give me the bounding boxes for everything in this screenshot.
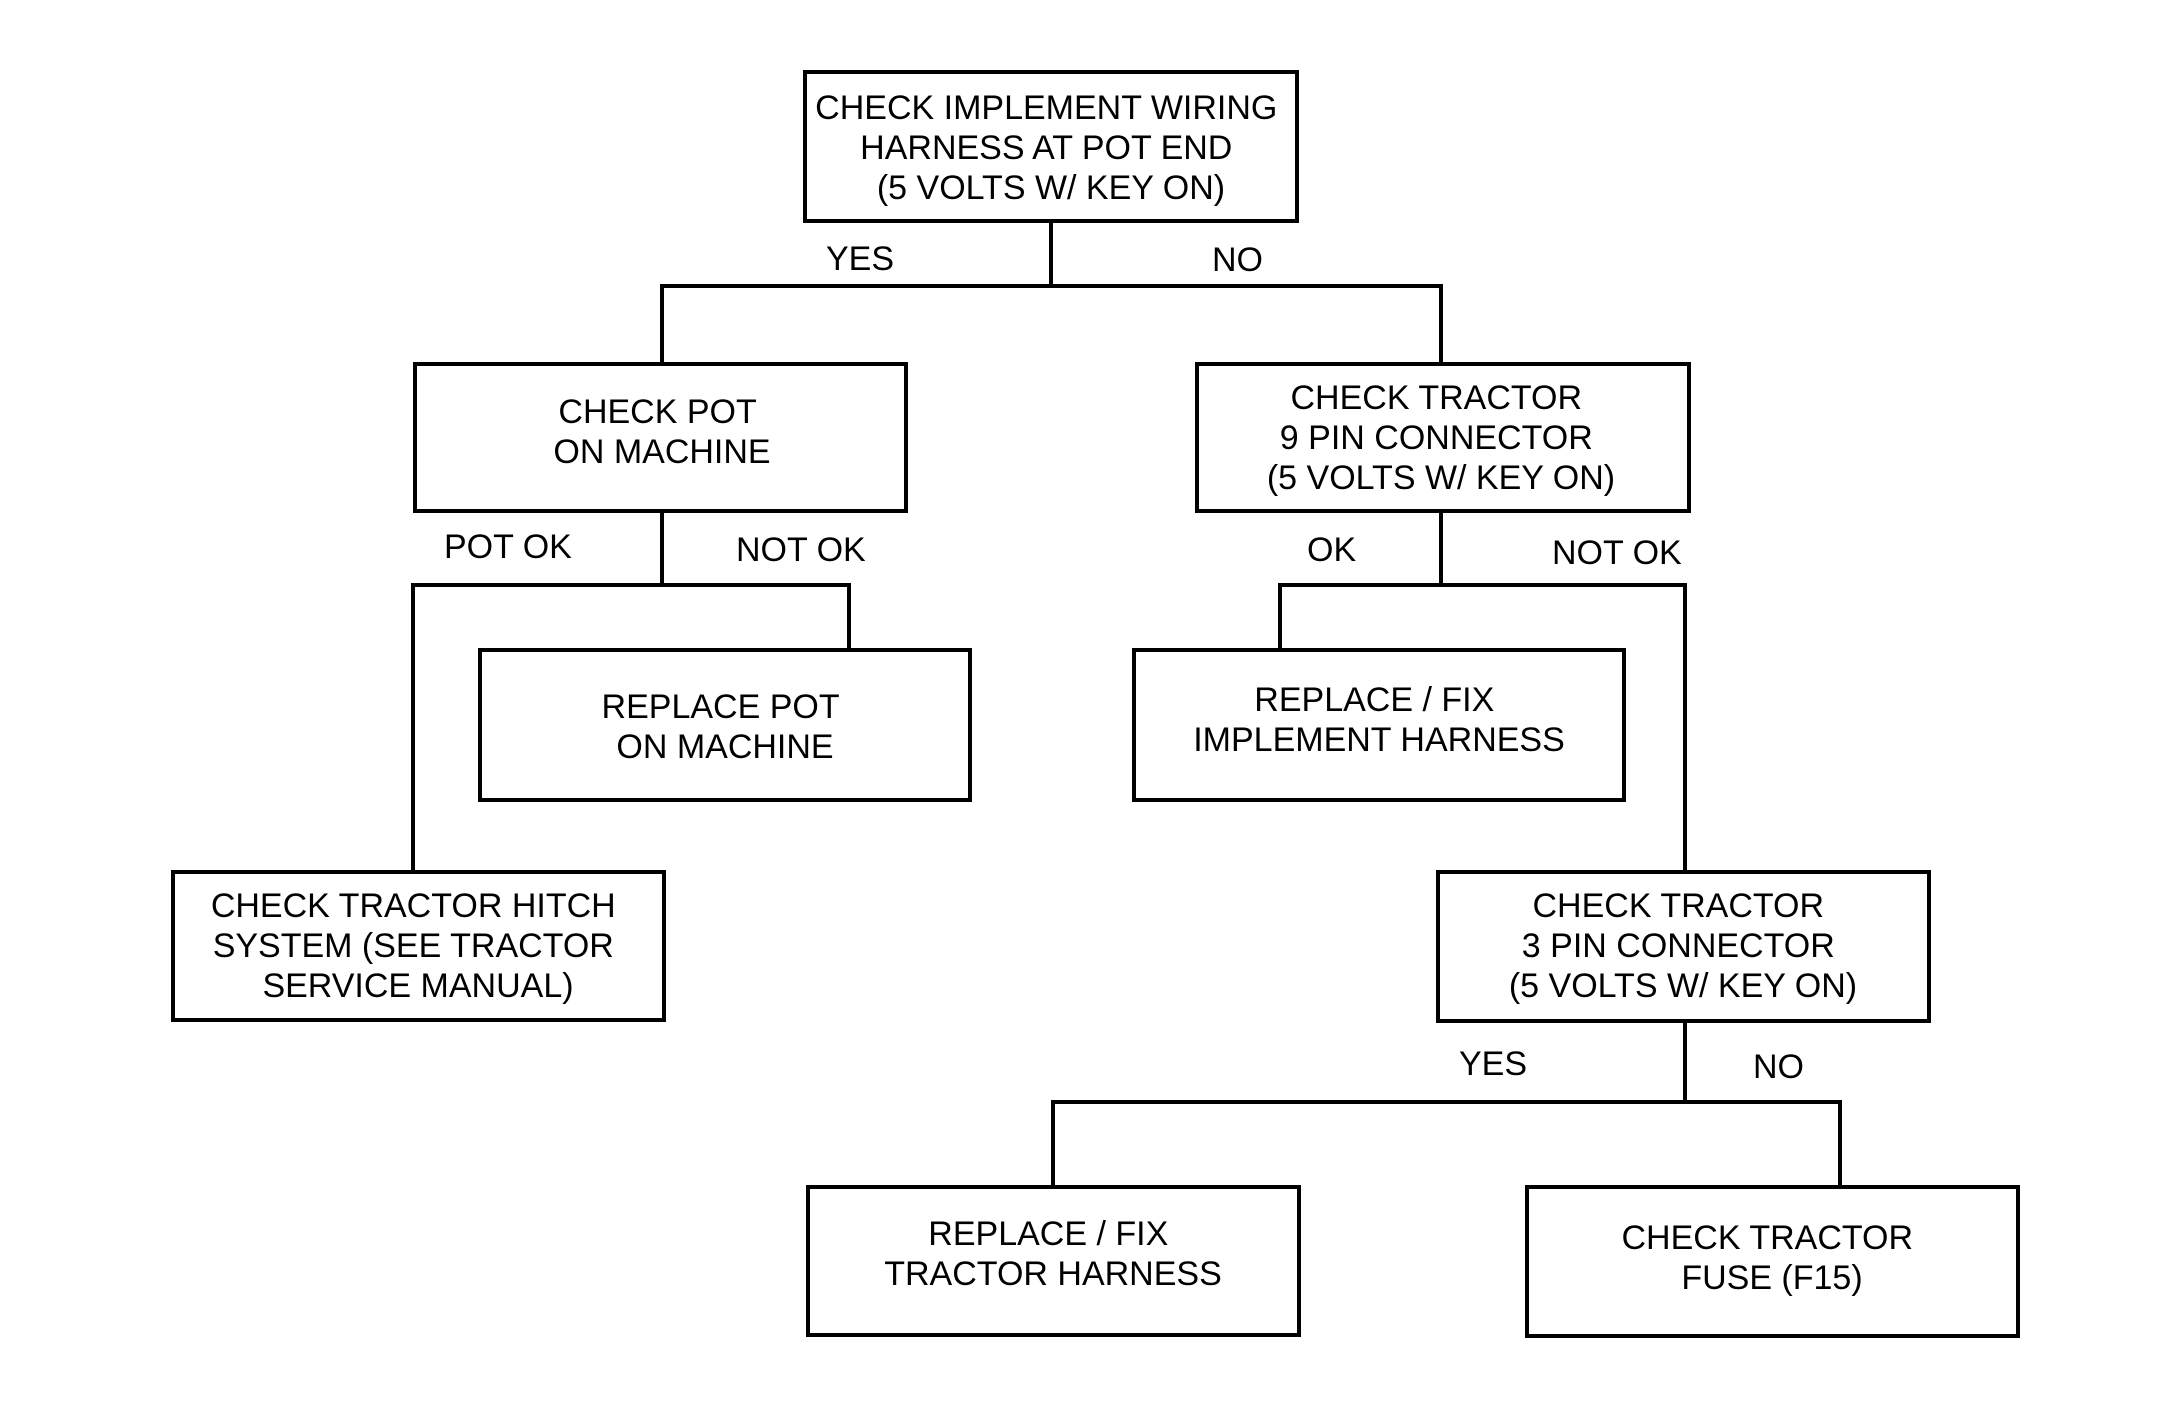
node-line: CHECK TRACTOR [1532, 887, 1824, 925]
label-pot-not-ok: NOT OK [736, 531, 866, 569]
node-line: CHECK TRACTOR HITCH [211, 887, 616, 925]
node-line: 3 PIN CONNECTOR [1522, 927, 1835, 965]
label-3pin-no: NO [1753, 1048, 1804, 1086]
node-line: ON MACHINE [553, 433, 770, 471]
label-pot-ok: POT OK [444, 528, 572, 566]
node-replace-implement-harness: REPLACE / FIX IMPLEMENT HARNESS [1132, 648, 1626, 802]
node-line: TRACTOR HARNESS [884, 1255, 1222, 1293]
node-line: FUSE (F15) [1681, 1259, 1862, 1297]
connector-3pin-to-branches [1051, 1019, 1842, 1189]
node-replace-pot: REPLACE POT ON MACHINE [478, 648, 972, 802]
node-box [1436, 870, 1931, 1023]
node-check-9pin: CHECK TRACTOR 9 PIN CONNECTOR (5 VOLTS W… [1195, 362, 1691, 513]
node-box [171, 870, 666, 1022]
node-line: ON MACHINE [616, 728, 833, 766]
node-text: CHECK TRACTOR 9 PIN CONNECTOR (5 VOLTS W… [1267, 379, 1615, 497]
label-harness-yes: YES [826, 240, 894, 278]
node-check-implement-harness: CHECK IMPLEMENT WIRING HARNESS AT POT EN… [803, 70, 1299, 223]
node-text: CHECK IMPLEMENT WIRING HARNESS AT POT EN… [815, 89, 1287, 207]
node-line: REPLACE / FIX [928, 1215, 1168, 1253]
node-box [1525, 1185, 2020, 1338]
node-line: 9 PIN CONNECTOR [1280, 419, 1593, 457]
node-check-pot: CHECK POT ON MACHINE [413, 362, 908, 513]
node-line: REPLACE POT [602, 688, 839, 726]
node-text: REPLACE / FIX TRACTOR HARNESS [884, 1215, 1222, 1293]
branch-labels: YES NO POT OK NOT OK OK NOT OK YES NO [444, 240, 1804, 1086]
node-text: CHECK POT ON MACHINE [553, 393, 770, 471]
node-line: SYSTEM (SEE TRACTOR [213, 927, 614, 965]
node-box [478, 648, 972, 802]
node-line: CHECK IMPLEMENT WIRING [815, 89, 1277, 127]
node-check-3pin: CHECK TRACTOR 3 PIN CONNECTOR (5 VOLTS W… [1436, 870, 1931, 1023]
node-box [1132, 648, 1626, 802]
connector-root-to-branches [660, 219, 1443, 366]
node-line: IMPLEMENT HARNESS [1193, 721, 1565, 759]
node-line: (5 VOLTS W/ KEY ON) [1267, 459, 1615, 497]
node-text: CHECK TRACTOR 3 PIN CONNECTOR (5 VOLTS W… [1509, 887, 1857, 1005]
label-9pin-not-ok: NOT OK [1552, 534, 1682, 572]
node-box [1195, 362, 1691, 513]
label-9pin-ok: OK [1307, 531, 1356, 569]
label-harness-no: NO [1212, 241, 1263, 279]
node-replace-tractor-harness: REPLACE / FIX TRACTOR HARNESS [806, 1185, 1301, 1337]
node-box [803, 70, 1299, 223]
node-line: (5 VOLTS W/ KEY ON) [1509, 967, 1857, 1005]
node-check-hitch: CHECK TRACTOR HITCH SYSTEM (SEE TRACTOR … [171, 870, 666, 1022]
node-check-fuse: CHECK TRACTOR FUSE (F15) [1525, 1185, 2020, 1338]
node-box [806, 1185, 1301, 1337]
node-line: CHECK TRACTOR [1290, 379, 1582, 417]
node-text: REPLACE POT ON MACHINE [602, 688, 849, 766]
node-text: CHECK TRACTOR HITCH SYSTEM (SEE TRACTOR … [211, 887, 625, 1005]
node-line: CHECK TRACTOR [1621, 1219, 1913, 1257]
node-line: (5 VOLTS W/ KEY ON) [877, 169, 1225, 207]
node-line: CHECK POT [558, 393, 756, 431]
node-text: REPLACE / FIX IMPLEMENT HARNESS [1193, 681, 1565, 759]
node-line: REPLACE / FIX [1254, 681, 1494, 719]
connector-pot-to-branches [411, 509, 851, 874]
node-box [413, 362, 908, 513]
node-text: CHECK TRACTOR FUSE (F15) [1621, 1219, 1922, 1297]
label-3pin-yes: YES [1459, 1045, 1527, 1083]
connector-lines [411, 219, 1842, 1189]
node-line: SERVICE MANUAL) [262, 967, 573, 1005]
connector-9pin-to-branches [1278, 509, 1687, 874]
node-line: HARNESS AT POT END [860, 129, 1232, 167]
